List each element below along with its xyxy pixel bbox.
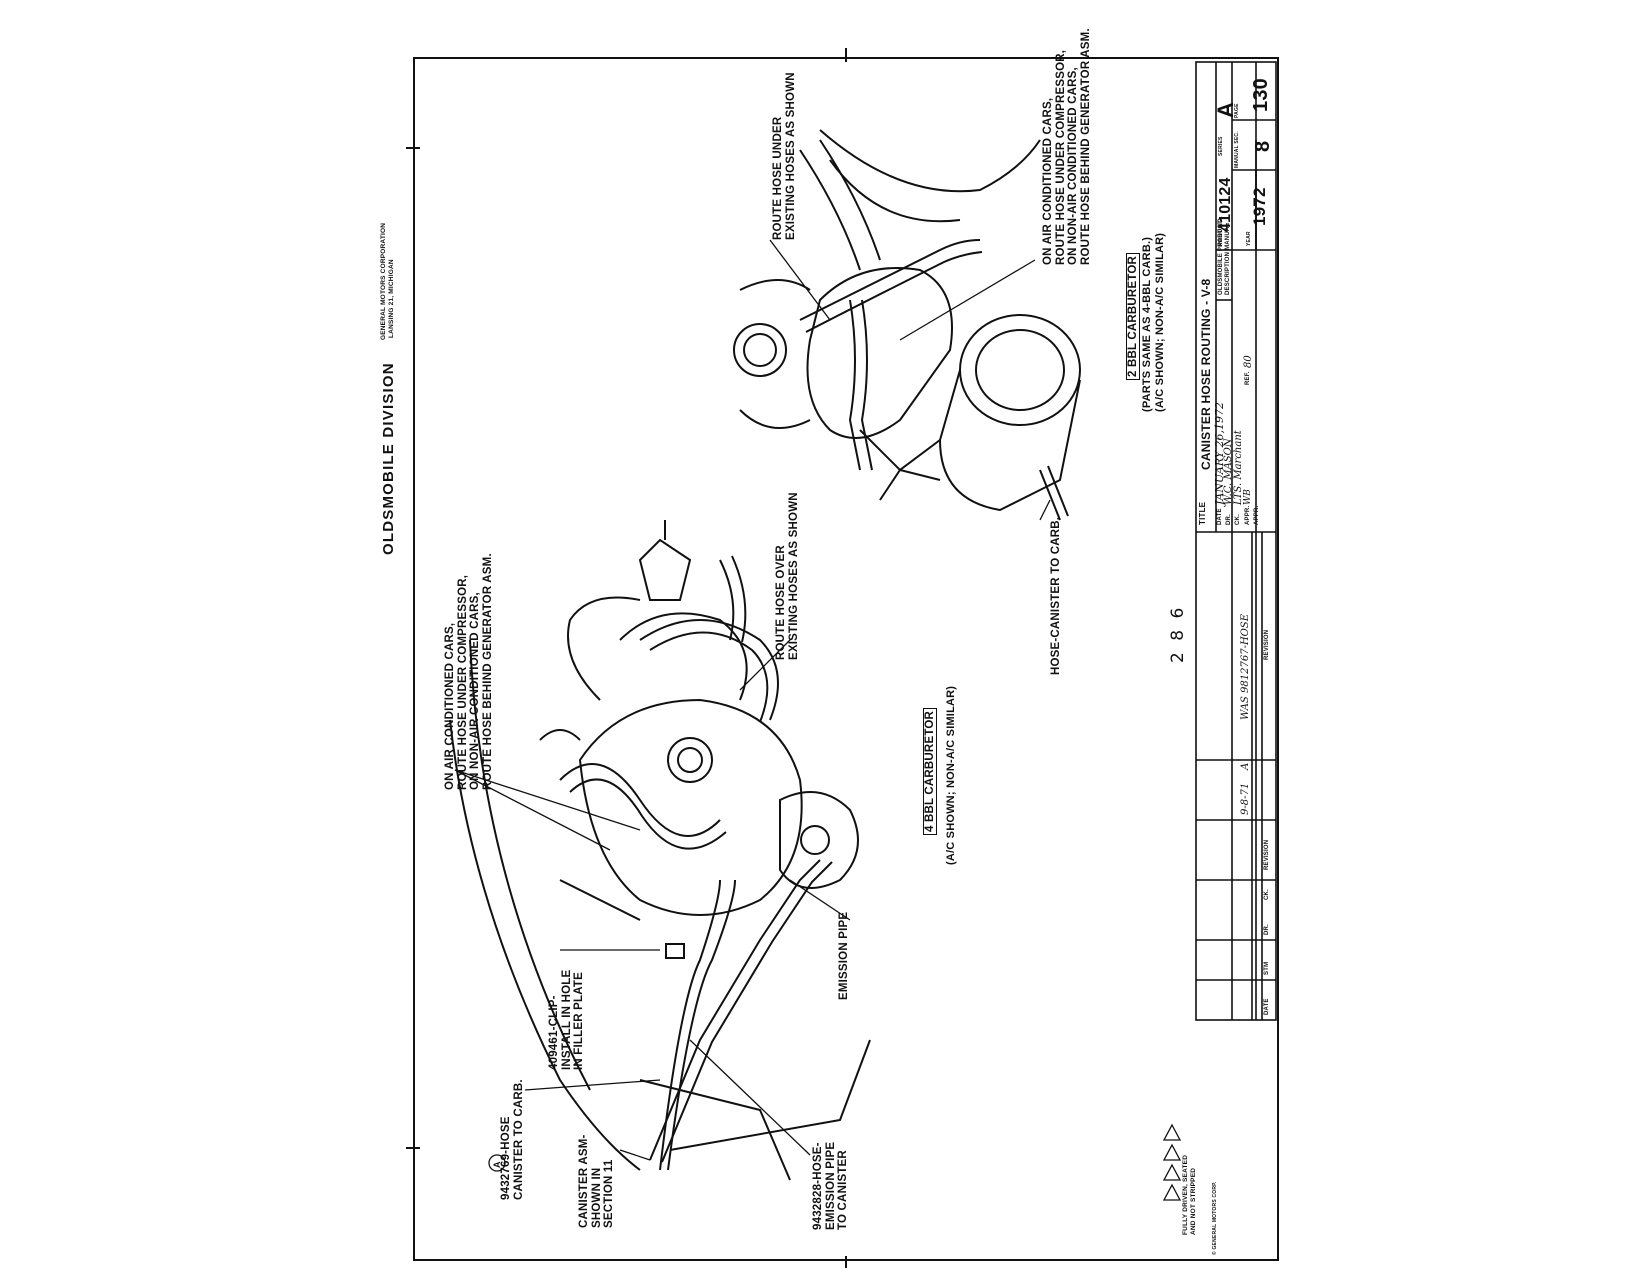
emission-pipe-callout: EMISSION PIPE (838, 911, 850, 1000)
revision-entry-text: WAS 9812767-HOSE (1240, 613, 1251, 720)
two-bbl-illustration (733, 129, 1081, 521)
two-bbl-label: 2 BBL CARBURETOR (1126, 253, 1140, 380)
dr-col-label: DR. (1264, 924, 1270, 935)
ck-col-label: CK. (1264, 889, 1270, 900)
ref-value: 80 (1243, 355, 1254, 368)
appr-value: WB (1243, 489, 1253, 505)
appr2-label: APPR. (1254, 505, 1260, 525)
location-text: LANSING 21, MICHIGAN (388, 259, 395, 338)
canister-asm-callout: CANISTER ASM- SHOWN IN SECTION 11 (578, 1134, 615, 1228)
two-bbl-note-2: (A/C SHOWN; NON-A/C SIMILAR) (1154, 232, 1166, 412)
revision-col-label-1: REVISION (1264, 839, 1270, 870)
date-label: DATE (1217, 508, 1223, 525)
manual-sec-label: MANUAL SEC. (1234, 131, 1240, 168)
ac-route-left-callout: ON AIR CONDITIONED CARS, ROUTE HOSE UNDE… (444, 553, 494, 790)
two-bbl-note-1: (PARTS SAME AS 4-BBL CARB.) (1141, 236, 1153, 412)
route-over-callout: ROUTE HOSE OVER EXISTING HOSES AS SHOWN (775, 492, 800, 660)
ac-route-right-callout: ON AIR CONDITIONED CARS, ROUTE HOSE UNDE… (1042, 28, 1092, 265)
page-label: PAGE (1234, 103, 1240, 118)
four-bbl-note: (A/C SHOWN; NON-A/C SIMILAR) (945, 685, 957, 865)
title-label: TITLE (1198, 501, 1207, 525)
stm-col-label: STM (1264, 961, 1270, 975)
year-value: 1972 (1250, 187, 1269, 226)
corporation-name: GENERAL MOTORS CORPORATION (380, 222, 387, 340)
hose-emission-pipe-callout: 9432828-HOSE- EMISSION PIPE TO CANISTER (812, 1141, 849, 1230)
manual-sec-value: 8 (1252, 140, 1274, 152)
title-block-grid (1195, 61, 1277, 1021)
year-label: YEAR (1246, 231, 1252, 246)
ck-label: CK. (1235, 514, 1241, 525)
leader-lines (454, 239, 1051, 1161)
revision-entry-date: 9-8-71 (1240, 782, 1251, 815)
four-bbl-label: 4 BBL CARBURETOR (923, 708, 937, 835)
copyright-note: © GENERAL MOTORS CORP. (1212, 1181, 1218, 1255)
date-col-label: DATE (1264, 998, 1270, 1015)
series-label: SERIES (1218, 136, 1224, 156)
dr-label: DR. (1226, 514, 1232, 525)
part-number: 410124 (1217, 177, 1234, 232)
drawing-title: CANISTER HOSE ROUTING - V-8 (1199, 278, 1213, 470)
fully-driven-note-1: FULLY DRIVEN, SEATED (1182, 1154, 1189, 1235)
appr-label: APPR. (1245, 505, 1251, 525)
revision-triangles (1162, 1123, 1182, 1201)
fully-driven-note-2: AND NOT STRIPPED (1190, 1167, 1197, 1235)
page-value: 130 (1250, 78, 1272, 112)
product-label-2: DESCRIPTION MANUAL (1225, 222, 1231, 295)
page-number-center: 2 8 6 (1168, 604, 1188, 663)
clip-callout: 409461-CLIP- INSTALL IN HOLE IN FILLER P… (548, 969, 585, 1070)
hose-canister-to-carb-callout: HOSE-CANISTER TO CARB. (1050, 516, 1062, 675)
circle-callout (488, 1154, 506, 1172)
revision-col-label-2: REVISION (1264, 629, 1270, 660)
hose-canister-carb-callout: 9432769-HOSE CANISTER TO CARB. (500, 1079, 525, 1200)
four-bbl-illustration (449, 520, 871, 1181)
division-heading: OLDSMOBILE DIVISION (380, 362, 397, 555)
ref-label: REF. (1245, 371, 1251, 385)
circle-callout-letter: A (492, 1161, 502, 1168)
revision-entry-mark: A (1240, 762, 1251, 770)
route-under-callout: ROUTE HOSE UNDER EXISTING HOSES AS SHOWN (772, 72, 797, 240)
